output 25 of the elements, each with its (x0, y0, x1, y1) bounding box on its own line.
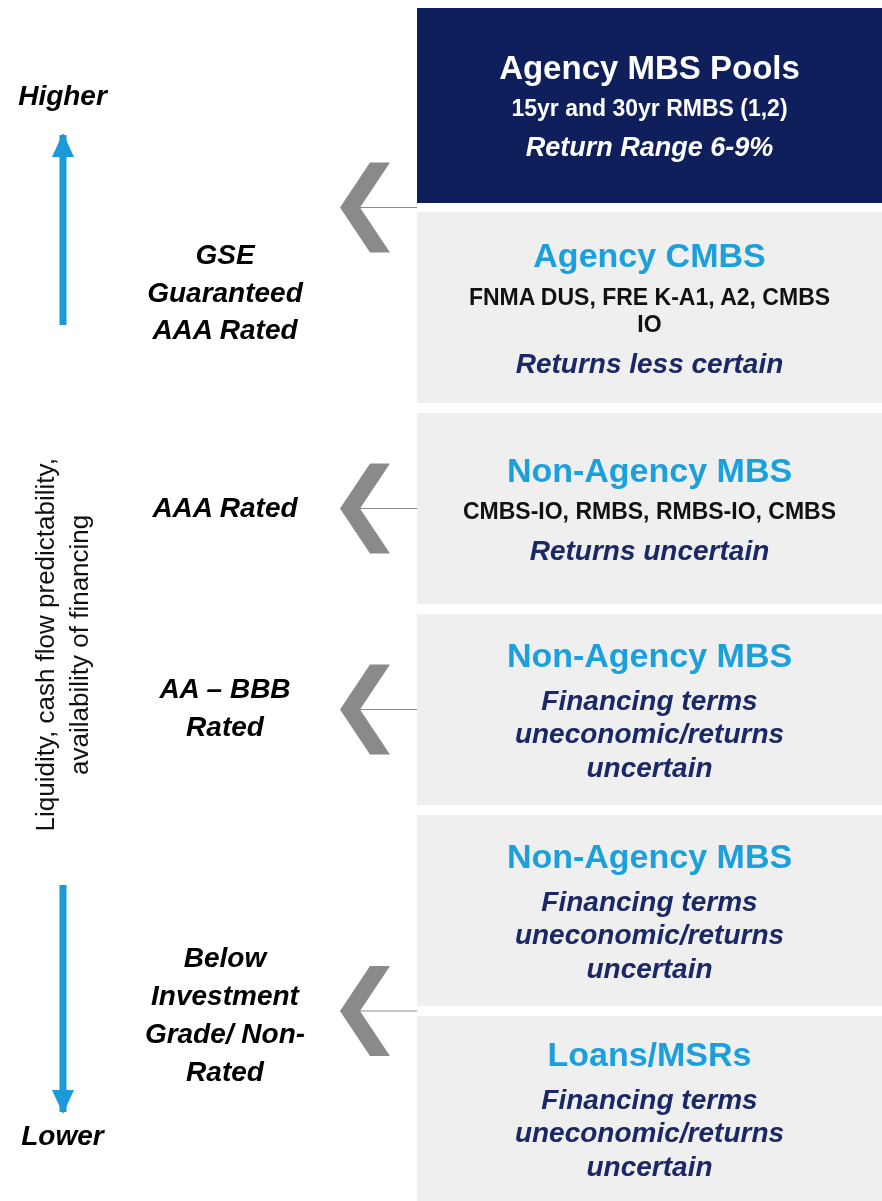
heading-text: Non-Agency MBS (506, 634, 793, 676)
body-text: CMBS-IO, RMBS, RMBS-IO, CMBS (462, 498, 837, 526)
body-text: FNMA DUS, FRE K-A1, A2, CMBS IO (467, 283, 832, 339)
category-box (417, 413, 882, 604)
axis-label: Liquidity, cash flow predictability, availability of financing (29, 457, 95, 834)
heading-text: Non-Agency MBS (506, 449, 793, 491)
body-text: Financing terms uneconomic/returns uncertain (513, 884, 786, 986)
heading-text: Agency MBS Pools (499, 47, 800, 88)
axis-end-label: Lower (20, 1120, 106, 1152)
category-box (417, 8, 882, 203)
axis-end-label: Higher (17, 80, 109, 112)
rating-label: AAA Rated (130, 465, 320, 550)
rating-label: AA – BBB Rated (130, 665, 320, 750)
heading-text: Non-Agency MBS (506, 835, 793, 877)
body-text: Financing terms uneconomic/returns uncertain (513, 1082, 786, 1184)
rating-label: GSE Guaranteed AAA Rated (130, 150, 320, 435)
body-text: Financing terms uneconomic/returns uncertain (513, 683, 786, 785)
note-text: Return Range 6-9% (525, 130, 774, 164)
category-box (417, 614, 882, 805)
heading-text: Agency CMBS (533, 234, 766, 276)
body-text: 15yr and 30yr RMBS (1,2) (511, 95, 788, 123)
heading-text: Loans/MSRs (547, 1033, 752, 1075)
note-text: Returns less certain (515, 346, 784, 381)
rating-label: Below Investment Grade/ Non-Rated (130, 935, 320, 1095)
note-text: Returns uncertain (529, 533, 770, 568)
